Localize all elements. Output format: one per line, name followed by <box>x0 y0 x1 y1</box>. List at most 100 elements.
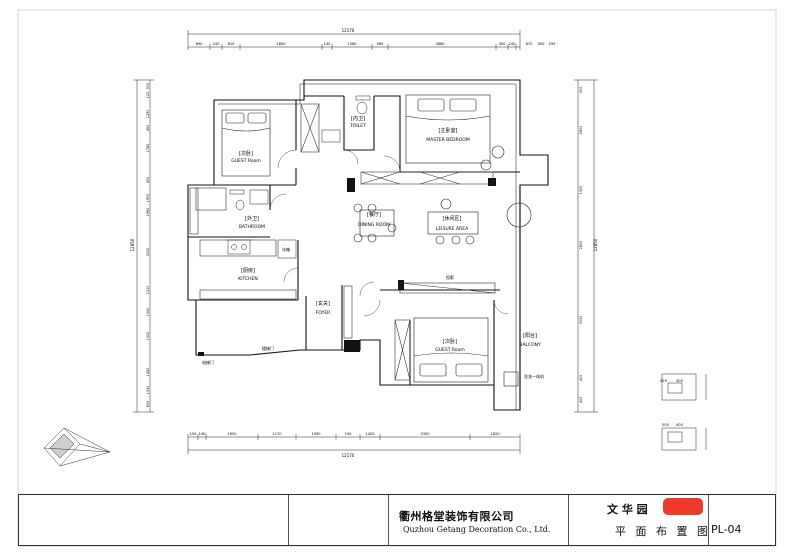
beds <box>221 94 491 383</box>
left-seg: 120 <box>146 92 150 98</box>
structural-columns <box>198 178 496 356</box>
right-total-dim: 12850 <box>593 238 598 251</box>
left-seg: 500 <box>146 83 150 89</box>
top-seg: 610 <box>228 42 236 46</box>
right-seg: 400 <box>579 375 583 381</box>
left-seg: 450 <box>146 125 150 131</box>
plan-walls <box>187 79 549 411</box>
top-seg: 1560 <box>347 42 357 46</box>
room-label-en: GUEST Room <box>231 158 260 164</box>
top-total-dim: 12170 <box>342 28 355 33</box>
room-label-en: FOYER <box>316 310 331 316</box>
right-seg: 2800 <box>579 126 583 135</box>
company-name-en: Quzhou Getang Decoration Co., Ltd. <box>403 525 551 534</box>
detail-sketch <box>661 373 707 451</box>
right-seg: 400 <box>579 397 583 403</box>
redaction-box <box>663 498 703 515</box>
left-seg: 1450 <box>146 368 150 377</box>
bottom-dimension-lines <box>187 434 521 454</box>
left-seg: 1900 <box>146 194 150 203</box>
cabinets <box>189 103 496 381</box>
left-dimension-lines <box>133 79 154 413</box>
key-plan-sketch <box>43 427 111 467</box>
left-seg: 1210 <box>146 286 150 295</box>
bottom-seg: 1820 <box>490 432 500 436</box>
right-seg: 2800 <box>579 241 583 250</box>
detail-dim: 400 <box>676 423 684 427</box>
left-total-dim: 12850 <box>130 238 135 251</box>
top-seg: 240 <box>509 42 517 46</box>
bottom-seg: 3350 <box>420 432 430 436</box>
right-seg: 1300 <box>579 186 583 195</box>
room-label-en: BATHROOM <box>239 224 265 230</box>
misc-labels: 冰箱 投影 洗衣一体机 电梯门 楼梯门 <box>202 246 544 379</box>
room-label-en: MASTER BEDROOM <box>426 137 470 143</box>
left-seg: 3200 <box>146 248 150 257</box>
left-seg: 800 <box>146 401 150 407</box>
top-seg: 240 <box>213 42 221 46</box>
detail-dim: 400 <box>676 379 684 383</box>
left-seg: 1050 <box>146 308 150 317</box>
room-label-cn: [内卫] <box>351 115 365 122</box>
tb-notes-cell <box>19 495 289 545</box>
tb-sign-cell <box>709 495 777 545</box>
room-label-cn: [厨房] <box>241 267 255 274</box>
right-seg: 3000 <box>579 316 583 325</box>
room-label-en: DINING ROOM <box>358 222 390 228</box>
top-seg: 670 <box>526 42 534 46</box>
top-seg: 3860 <box>435 42 445 46</box>
left-segment-labels: 500 120 1290 450 1780 400 1900 1960 3200… <box>146 83 150 407</box>
top-segment-labels: 890 240 610 2850 140 1560 580 3860 400 2… <box>196 42 557 46</box>
bottom-seg: 140 <box>199 432 207 436</box>
bottom-total-dim: 12170 <box>342 453 355 458</box>
bottom-seg: 1950 <box>227 432 237 436</box>
right-seg: 300 <box>579 87 583 93</box>
left-seg: 1960 <box>146 208 150 217</box>
top-seg: 290 <box>549 42 557 46</box>
top-seg: 890 <box>196 42 204 46</box>
room-label-cn: [外卫] <box>245 215 259 222</box>
room-label-en: TOILET <box>349 123 366 129</box>
project-name: 文 华 园 <box>607 503 648 516</box>
company-name-cn: 衢州格堂装饰有限公司 <box>399 510 514 523</box>
detail-dim: 500 <box>662 423 670 427</box>
furniture <box>353 145 532 387</box>
left-seg: 1290 <box>146 110 150 119</box>
room-label-en: BALCONY <box>519 342 541 348</box>
room-label-en: GUEST Room <box>435 347 464 353</box>
right-segment-labels: 300 2800 1300 2800 3000 400 400 <box>579 87 583 403</box>
tb-info-cell <box>289 495 389 545</box>
drawing-name: 平 面 布 置 图 <box>615 525 711 538</box>
tb-company-cell <box>389 495 569 545</box>
left-seg: 1030 <box>146 386 150 395</box>
top-seg: 400 <box>499 42 507 46</box>
bottom-segment-labels: 150 140 1950 1170 1390 190 1420 3350 182… <box>190 432 501 436</box>
sheet-border <box>17 9 777 547</box>
detail-sketch-dims: 429 400 500 400 <box>660 379 684 427</box>
drawing-number: PL-04 <box>711 523 742 536</box>
tb-project-cell <box>569 495 709 545</box>
room-labels: [次卧] GUEST Room [内卫] TOILET [主卧室] MASTER… <box>231 115 541 353</box>
room-label-cn: [次卧] <box>443 338 457 345</box>
room-label-en: LEISURE AREA <box>436 226 469 232</box>
room-label-cn: [次卧] <box>239 150 253 157</box>
room-label-cn: [阳台] <box>523 332 537 339</box>
bottom-seg: 1170 <box>272 432 282 436</box>
title-block: 衢州格堂装饰有限公司 Quzhou Getang Decoration Co.,… <box>18 494 776 546</box>
bottom-seg: 1390 <box>311 432 321 436</box>
bottom-seg: 1420 <box>365 432 375 436</box>
left-seg: 400 <box>146 177 150 183</box>
fridge-label: 冰箱 <box>282 246 290 252</box>
right-dimension-lines <box>574 79 598 413</box>
room-label-en: KITCHEN <box>238 276 258 282</box>
top-seg: 300 <box>538 42 546 46</box>
left-seg: 1020 <box>146 332 150 341</box>
door-swings <box>269 149 509 317</box>
sanitary-fixtures <box>227 95 371 259</box>
entry-door-label: 楼梯门 <box>262 345 274 351</box>
meter-door-label: 电梯门 <box>202 359 214 365</box>
washer-label: 洗衣一体机 <box>524 373 544 379</box>
bottom-seg: 150 <box>190 432 198 436</box>
top-seg: 2850 <box>276 42 286 46</box>
bottom-seg: 190 <box>345 432 353 436</box>
